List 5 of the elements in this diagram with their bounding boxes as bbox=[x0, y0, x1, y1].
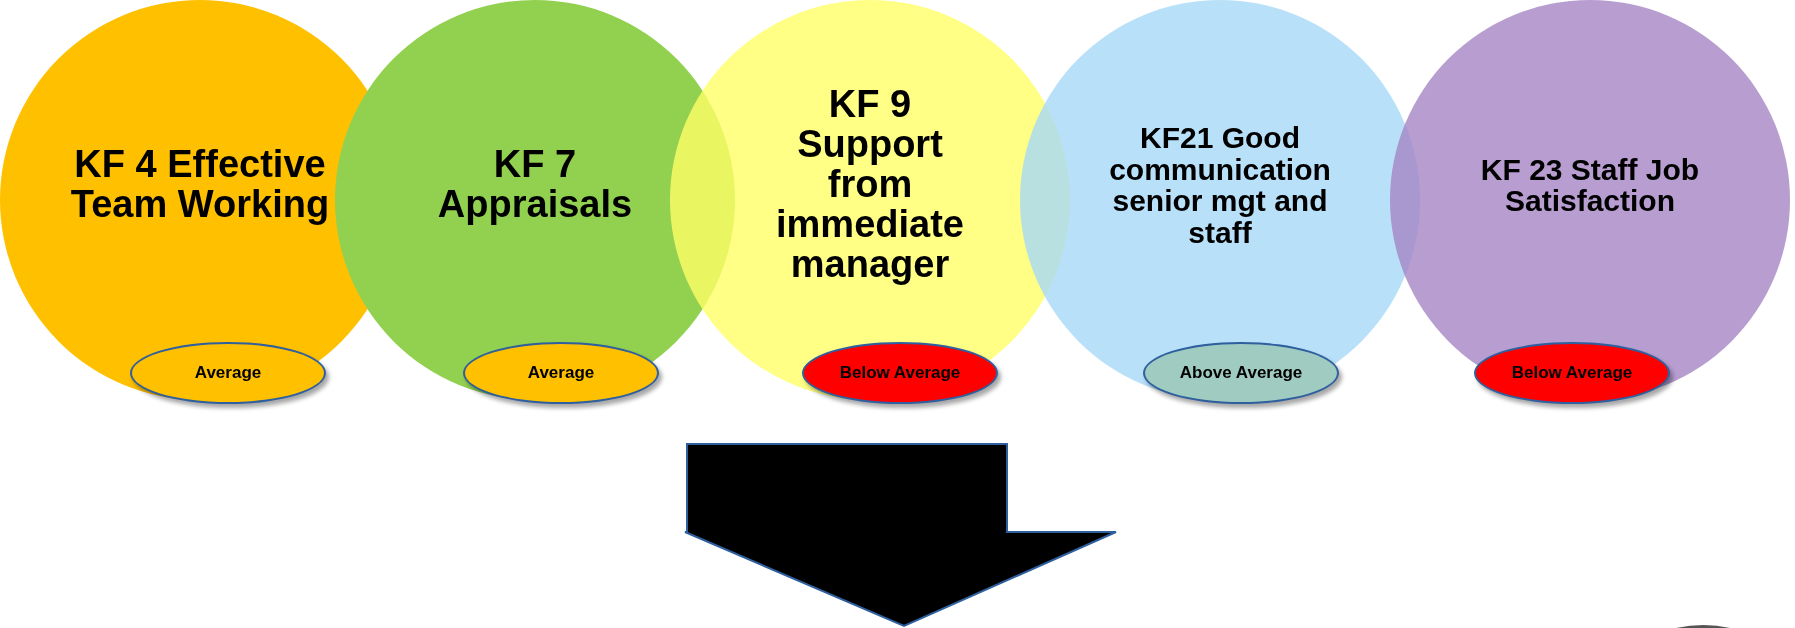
circle-title: KF 4 Effective Team Working bbox=[70, 145, 330, 225]
circle-title: KF 7 Appraisals bbox=[436, 145, 634, 225]
circle-title: KF 9 Support from immediate manager bbox=[775, 85, 965, 285]
circle-title: KF 23 Staff Job Satisfaction bbox=[1479, 153, 1701, 217]
circle-title: KF21 Good communication senior mgt and staff bbox=[1108, 122, 1332, 248]
